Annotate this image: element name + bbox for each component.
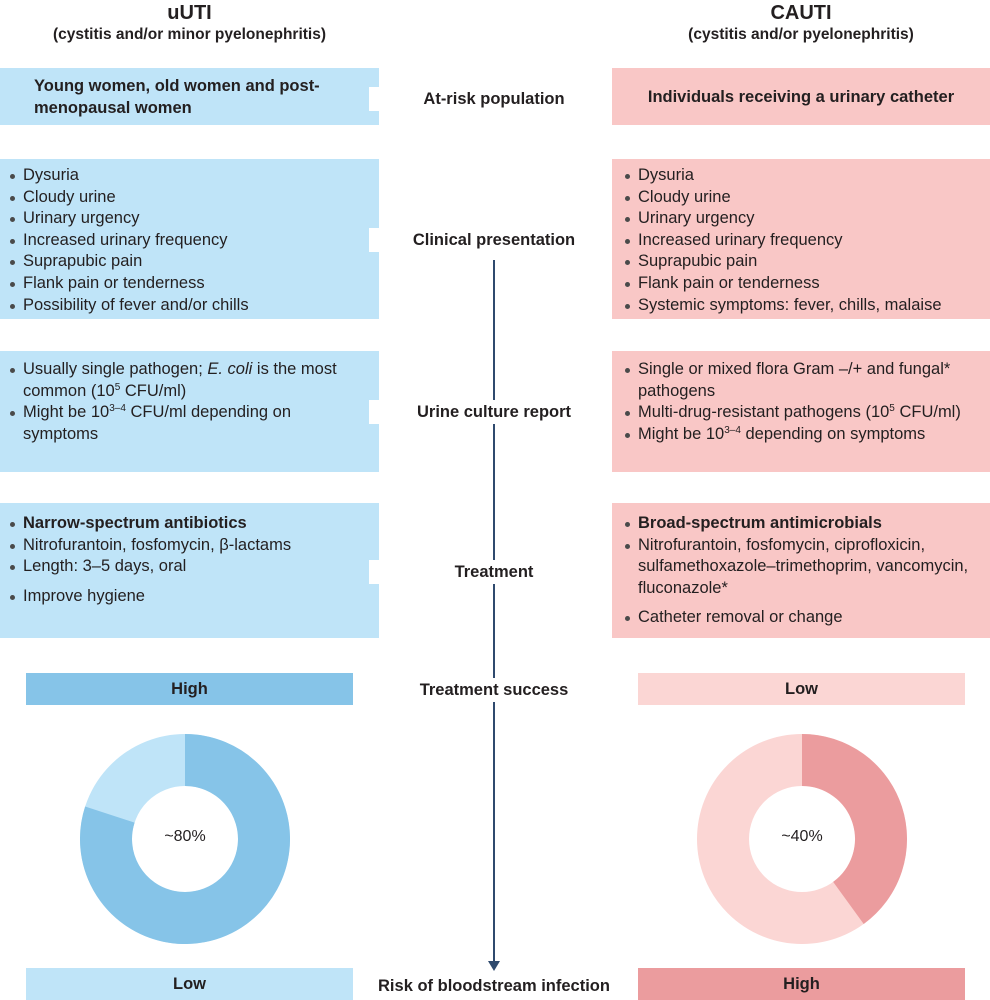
list-item: Increased urinary frequency xyxy=(9,230,369,252)
left-donut-percent-label: ~80% xyxy=(164,828,206,845)
left-population-text: Young women, old women and post-menopaus… xyxy=(34,76,320,117)
left-donut-success-arc xyxy=(80,734,290,944)
row-label-success: Treatment success xyxy=(369,678,619,702)
right-treatment-box: Broad-spectrum antimicrobials Nitrofuran… xyxy=(612,503,990,638)
row-label-risk: Risk of bloodstream infection xyxy=(378,977,610,995)
left-culture-list: Usually single pathogen; E. coli is the … xyxy=(9,359,355,445)
list-item: Single or mixed flora Gram –/+ and funga… xyxy=(624,359,962,402)
list-item: Multi-drug-resistant pathogens (105 CFU/… xyxy=(624,402,962,424)
list-item: Improve hygiene xyxy=(9,586,369,608)
list-item: Dysuria xyxy=(9,165,369,187)
list-item: Catheter removal or change xyxy=(624,607,986,629)
left-risk-bar: Low xyxy=(26,968,353,1000)
left-treatment-list: Narrow-spectrum antibiotics Nitrofuranto… xyxy=(9,513,369,607)
list-item: Cloudy urine xyxy=(9,187,369,209)
list-item: Cloudy urine xyxy=(624,187,984,209)
list-item: Nitrofurantoin, fosfomycin, ciprofloxici… xyxy=(624,535,986,600)
list-item: Possibility of fever and/or chills xyxy=(9,295,369,317)
right-donut-success-arc xyxy=(800,734,907,924)
list-item: Urinary urgency xyxy=(9,208,369,230)
row-label-culture: Urine culture report xyxy=(369,400,619,424)
left-treatment-box: Narrow-spectrum antibiotics Nitrofuranto… xyxy=(0,503,379,638)
right-column-title: CAUTI xyxy=(770,2,832,24)
list-item: Broad-spectrum antimicrobials xyxy=(624,513,986,535)
left-culture-box: Usually single pathogen; E. coli is the … xyxy=(0,351,379,472)
list-item: Suprapubic pain xyxy=(624,251,984,273)
left-column-header: uUTI (cystitis and/or minor pyelonephrit… xyxy=(0,1,379,45)
right-column-header: CAUTI (cystitis and/or pyelonephritis) xyxy=(612,1,990,45)
row-label-treatment: Treatment xyxy=(369,560,619,584)
right-culture-box: Single or mixed flora Gram –/+ and funga… xyxy=(612,351,990,472)
right-population-box: Individuals receiving a urinary catheter xyxy=(612,68,990,125)
list-item: Systemic symptoms: fever, chills, malais… xyxy=(624,295,984,317)
left-clinical-list: Dysuria Cloudy urine Urinary urgency Inc… xyxy=(9,165,369,316)
list-item: Might be 103–4 CFU/ml depending on sympt… xyxy=(9,402,355,445)
list-item: Length: 3–5 days, oral xyxy=(9,556,369,578)
left-success-bar: High xyxy=(26,673,353,705)
right-culture-list: Single or mixed flora Gram –/+ and funga… xyxy=(624,359,962,445)
list-item: Urinary urgency xyxy=(624,208,984,230)
right-clinical-box: Dysuria Cloudy urine Urinary urgency Inc… xyxy=(612,159,990,319)
flow-arrowhead xyxy=(488,961,500,971)
right-treatment-list: Broad-spectrum antimicrobials Nitrofuran… xyxy=(624,513,986,629)
list-item: Nitrofurantoin, fosfomycin, β-lactams xyxy=(9,535,369,557)
right-column-subtitle: (cystitis and/or pyelonephritis) xyxy=(688,26,914,43)
right-success-donut xyxy=(697,734,907,944)
right-clinical-list: Dysuria Cloudy urine Urinary urgency Inc… xyxy=(624,165,984,316)
right-risk-bar: High xyxy=(638,968,965,1000)
left-column-title: uUTI xyxy=(167,2,212,24)
list-item: Flank pain or tenderness xyxy=(624,273,984,295)
list-item: Increased urinary frequency xyxy=(624,230,984,252)
right-donut-percent-label: ~40% xyxy=(781,828,823,845)
flow-arrow xyxy=(488,260,500,971)
list-item: Dysuria xyxy=(624,165,984,187)
right-success-bar: Low xyxy=(638,673,965,705)
list-item: Flank pain or tenderness xyxy=(9,273,369,295)
row-label-population: At-risk population xyxy=(369,87,619,111)
list-item: Might be 103–4 depending on symptoms xyxy=(624,424,962,446)
left-column-subtitle: (cystitis and/or minor pyelonephritis) xyxy=(52,26,326,43)
list-item: Usually single pathogen; E. coli is the … xyxy=(9,359,355,402)
right-population-text: Individuals receiving a urinary catheter xyxy=(647,87,955,106)
row-label-clinical: Clinical presentation xyxy=(369,228,619,252)
left-clinical-box: Dysuria Cloudy urine Urinary urgency Inc… xyxy=(0,159,379,319)
left-success-donut xyxy=(80,734,290,944)
list-item: Narrow-spectrum antibiotics xyxy=(9,513,369,535)
left-population-box: Young women, old women and post-menopaus… xyxy=(0,68,379,125)
list-item: Suprapubic pain xyxy=(9,251,369,273)
